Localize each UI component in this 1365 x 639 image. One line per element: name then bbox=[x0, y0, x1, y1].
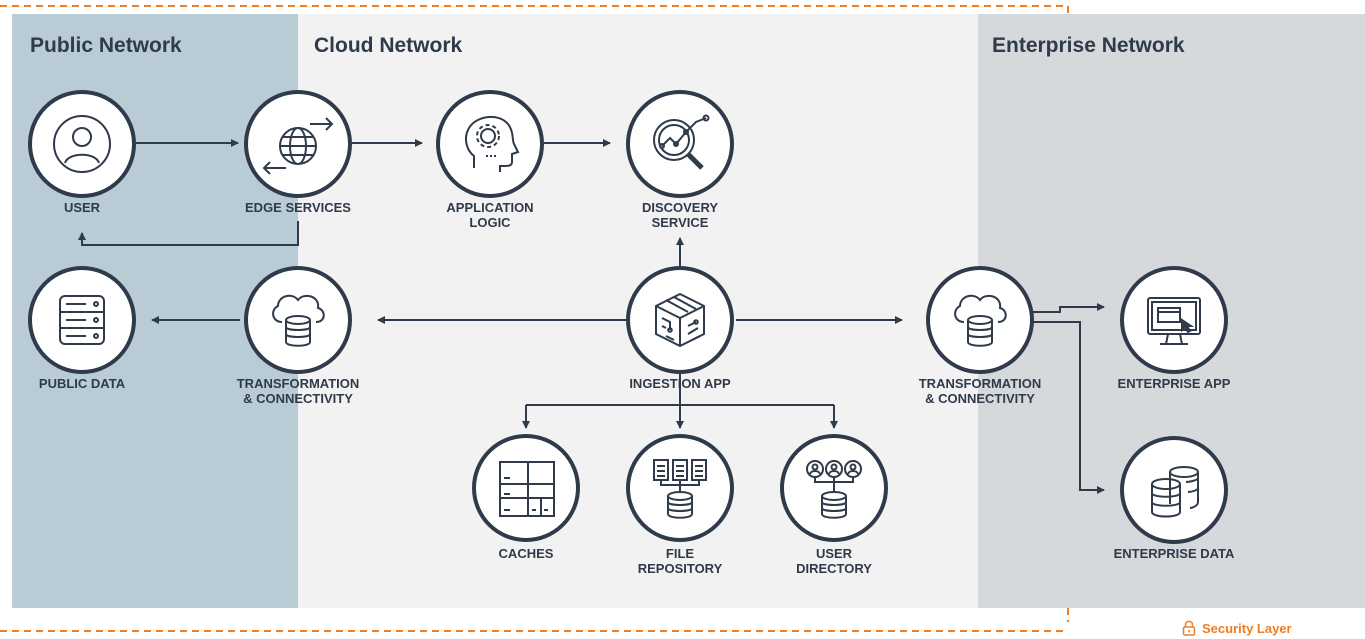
public-network-title: Public Network bbox=[30, 34, 182, 57]
transformation-public-label: TRANSFORMATION & CONNECTIVITY bbox=[236, 376, 360, 406]
arrow-transform-to-enterprise-app bbox=[1030, 303, 1105, 313]
security-layer-label: Security Layer bbox=[1202, 620, 1292, 636]
public-data-node[interactable] bbox=[28, 266, 136, 374]
globe-arrows-icon bbox=[262, 117, 334, 175]
transformation-enterprise-label: TRANSFORMATION & CONNECTIVITY bbox=[918, 376, 1042, 406]
ingestion-app-node[interactable] bbox=[626, 266, 734, 374]
edge-services-node[interactable] bbox=[244, 90, 352, 198]
cloud-network-title: Cloud Network bbox=[314, 34, 463, 57]
enterprise-data-node[interactable] bbox=[1120, 436, 1228, 544]
cloud-database-icon bbox=[954, 294, 1007, 347]
transformation-public-node[interactable] bbox=[244, 266, 352, 374]
file-repository-label: FILE REPOSITORY bbox=[637, 546, 723, 576]
user-directory-node[interactable] bbox=[780, 434, 888, 542]
transformation-enterprise-node[interactable] bbox=[926, 266, 1034, 374]
files-to-database-icon bbox=[653, 459, 707, 519]
discovery-service-node[interactable] bbox=[626, 90, 734, 198]
enterprise-app-label: ENTERPRISE APP bbox=[1117, 376, 1231, 391]
user-node[interactable] bbox=[28, 90, 136, 198]
user-label: USER bbox=[63, 200, 101, 215]
application-logic-label: APPLICATION LOGIC bbox=[446, 200, 534, 230]
application-logic-node[interactable] bbox=[436, 90, 544, 198]
server-stack-icon bbox=[59, 295, 105, 345]
arrow-transform-to-enterprise-data bbox=[1030, 321, 1105, 494]
user-directory-label: USER DIRECTORY bbox=[796, 546, 872, 576]
discovery-service-label: DISCOVERY SERVICE bbox=[641, 200, 719, 230]
caches-label: CACHES bbox=[498, 546, 554, 561]
public-data-label: PUBLIC DATA bbox=[38, 376, 126, 391]
security-layer-legend: Security Layer bbox=[1182, 618, 1292, 638]
enterprise-app-node[interactable] bbox=[1120, 266, 1228, 374]
file-repository-node[interactable] bbox=[626, 434, 734, 542]
head-gear-icon bbox=[465, 115, 520, 172]
cloud-database-icon bbox=[272, 294, 325, 347]
user-avatar-icon bbox=[53, 115, 111, 173]
ingestion-app-label: INGESTION APP bbox=[629, 376, 731, 391]
database-stack-icon bbox=[1151, 466, 1199, 518]
enterprise-data-label: ENTERPRISE DATA bbox=[1113, 546, 1235, 561]
caches-node[interactable] bbox=[472, 434, 580, 542]
circuit-cube-icon bbox=[655, 292, 705, 348]
padlock-icon bbox=[1182, 620, 1196, 636]
enterprise-network-title: Enterprise Network bbox=[992, 34, 1185, 57]
security-boundary bbox=[0, 5, 1069, 632]
edge-services-label: EDGE SERVICES bbox=[245, 200, 351, 215]
users-to-database-icon bbox=[806, 460, 862, 519]
cache-grid-icon bbox=[499, 461, 555, 517]
monitor-window-icon bbox=[1147, 297, 1201, 345]
arrow-edge-back-to-user bbox=[78, 221, 299, 246]
magnifier-chart-icon bbox=[653, 114, 710, 170]
